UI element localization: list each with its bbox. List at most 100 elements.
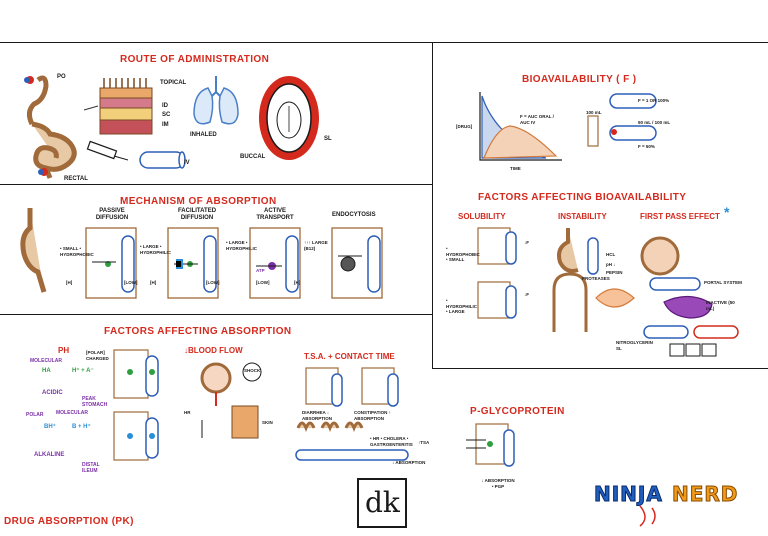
bio-x-label: TIME bbox=[510, 166, 521, 171]
tsa-cells bbox=[295, 367, 409, 461]
ph-charged: [POLAR] CHARGED bbox=[86, 350, 109, 361]
lungs-icon bbox=[193, 76, 239, 125]
blood-flow-title: ↓BLOOD FLOW bbox=[184, 346, 243, 355]
solubility-cells bbox=[477, 227, 517, 319]
mech-col-active: ACTIVE TRANSPORT bbox=[256, 208, 294, 221]
factors-bio-first-pass: FIRST PASS EFFECT bbox=[640, 212, 720, 221]
instability-protease: PROTEASES bbox=[582, 276, 610, 281]
bio-side-2: 100 mL bbox=[586, 110, 602, 115]
instability-icon bbox=[552, 228, 635, 332]
fp-portal: PORTAL SYSTEM bbox=[704, 280, 742, 285]
top-divider bbox=[0, 42, 768, 43]
mech-col-passive: PASSIVE DIFFUSION bbox=[95, 208, 129, 221]
heart-icon bbox=[200, 362, 262, 439]
route-title: ROUTE OF ADMINISTRATION bbox=[120, 54, 270, 65]
solubility-f-2: ↓F bbox=[524, 292, 529, 297]
skin-layers-icon bbox=[83, 78, 153, 135]
label-inhaled: INHALED bbox=[190, 132, 217, 138]
mech-conc-4: [LOW] bbox=[206, 280, 220, 285]
tsa-absorption: ↓ ABSORPTION bbox=[392, 460, 426, 465]
factors-bio-instability: INSTABILITY bbox=[558, 212, 607, 221]
solubility-note-1: • HYDROPHOBIC • SMALL bbox=[446, 246, 480, 262]
left-divider-2 bbox=[0, 314, 432, 315]
label-id: ID bbox=[162, 103, 168, 109]
blood-vessel-icon bbox=[139, 151, 186, 169]
ph-h-a: H⁺ + A⁻ bbox=[72, 368, 94, 374]
label-po: PO bbox=[57, 74, 66, 80]
ph-cells bbox=[113, 349, 159, 461]
bio-vessels bbox=[587, 93, 657, 147]
label-iv: IV bbox=[184, 160, 190, 166]
main-title: DRUG ABSORPTION (PK) bbox=[4, 516, 134, 527]
ph-acidic: ACIDIC bbox=[42, 390, 63, 396]
intestine-icon bbox=[24, 75, 77, 179]
tsa-causes: • HR • CHOLERA • GASTROENTERITIS bbox=[370, 436, 413, 447]
blood-flow-hr: HR bbox=[184, 410, 191, 415]
mech-note-1: • SMALL • HYDROPHOBIC bbox=[60, 246, 94, 257]
ph-ha: HA bbox=[42, 368, 51, 374]
mech-conc-2: [LOW] bbox=[124, 280, 138, 285]
solubility-f-1: ↓F bbox=[524, 240, 529, 245]
label-sl: SL bbox=[324, 136, 332, 142]
tsa-constipation: CONSTIPATION ↑ ABSORPTION bbox=[354, 410, 391, 421]
pgp-title: P-GLYCOPROTEIN bbox=[470, 406, 565, 417]
mech-note-3: • LARGE • HYDROPHILIC bbox=[226, 240, 258, 251]
mech-conc-6: [H] bbox=[294, 280, 301, 285]
tsa-up-tsa: ↑TSA bbox=[418, 440, 430, 445]
factors-absorption-title: FACTORS AFFECTING ABSORPTION bbox=[104, 326, 292, 337]
brand-ninja: NINJA bbox=[594, 482, 663, 507]
vertical-divider bbox=[432, 42, 433, 368]
left-divider-1 bbox=[0, 184, 432, 185]
label-im: IM bbox=[162, 122, 169, 128]
mouth-icon bbox=[259, 76, 319, 160]
bioavailability-title: BIOAVAILABILITY ( F ) bbox=[522, 74, 637, 85]
solubility-note-2: • HYDROPHILIC • LARGE bbox=[446, 298, 478, 314]
factors-bio-solubility: SOLUBILITY bbox=[458, 212, 506, 221]
fp-nitroglycerin: NITROGLYCERIN SL bbox=[616, 340, 653, 351]
pgp-label: ↓ ABSORPTION • PGP bbox=[481, 478, 515, 489]
ph-polar: POLAR bbox=[26, 412, 44, 418]
pgp-diagram bbox=[466, 423, 515, 467]
ph-molecular-2: MOLECULAR bbox=[56, 410, 88, 416]
ph-distal-ileum: DISTAL ILEUM bbox=[82, 462, 100, 474]
ninja-logo-icon bbox=[639, 505, 656, 527]
mech-conc-1: [H] bbox=[66, 280, 73, 285]
mech-col-facilitated: FACILITATED DIFFUSION bbox=[177, 208, 217, 221]
label-topical: TOPICAL bbox=[160, 80, 187, 86]
mech-col-endocytosis: ENDOCYTOSIS bbox=[332, 212, 376, 218]
bio-formula: F = AUC ORAL / AUC IV bbox=[520, 114, 554, 125]
instability-pepsin: PEPSIN bbox=[606, 270, 623, 275]
asterisk-icon: * bbox=[724, 204, 730, 220]
dk-logo-box: dk bbox=[357, 478, 407, 528]
fp-inactive: INACTIVE (50 mL) bbox=[706, 300, 735, 311]
factors-bio-title: FACTORS AFFECTING BIOAVAILABILITY bbox=[478, 192, 687, 203]
ph-peak-stomach: PEAK STOMACH bbox=[82, 396, 108, 408]
instability-hcl: HCL bbox=[606, 252, 616, 257]
mech-atp: ATP bbox=[256, 268, 265, 273]
tsa-diarrhea: DIARRHEA ↓ ABSORPTION bbox=[302, 410, 333, 421]
mech-conc-5: [LOW] bbox=[256, 280, 270, 285]
brand-nerd: NERD bbox=[671, 482, 739, 507]
syringe-icon bbox=[86, 140, 129, 161]
bio-side-3: 50 mL / 100 mL bbox=[638, 120, 671, 125]
mech-conc-3: [H] bbox=[150, 280, 157, 285]
cell-membrane-icon bbox=[85, 227, 383, 299]
dk-logo: dk bbox=[365, 486, 400, 519]
mechanism-title: MECHANISM OF ABSORPTION bbox=[120, 196, 277, 207]
ph-title: PH bbox=[58, 346, 70, 355]
instability-ph: pH ↓ bbox=[606, 262, 616, 267]
tsa-title: T.S.A. + CONTACT TIME bbox=[304, 352, 395, 361]
mech-note-2: • LARGE • HYDROPHILIC bbox=[140, 244, 172, 255]
ph-alkaline: ALKALINE bbox=[34, 452, 65, 458]
ph-bh: BH⁺ bbox=[44, 424, 56, 430]
bioavailability-graph bbox=[479, 92, 562, 161]
right-divider bbox=[432, 368, 768, 369]
label-rectal: RECTAL bbox=[64, 176, 88, 182]
blood-flow-skin: SKIN bbox=[262, 420, 273, 425]
blood-flow-shock: SHOCK bbox=[244, 368, 261, 373]
mech-note-4: ↑↑↑ LARGE (B12) bbox=[304, 240, 328, 251]
stomach-icon bbox=[20, 208, 47, 293]
liver-icon bbox=[640, 236, 739, 357]
bio-y-label: [DRUG] bbox=[456, 124, 473, 129]
label-sc: SC bbox=[162, 112, 171, 118]
